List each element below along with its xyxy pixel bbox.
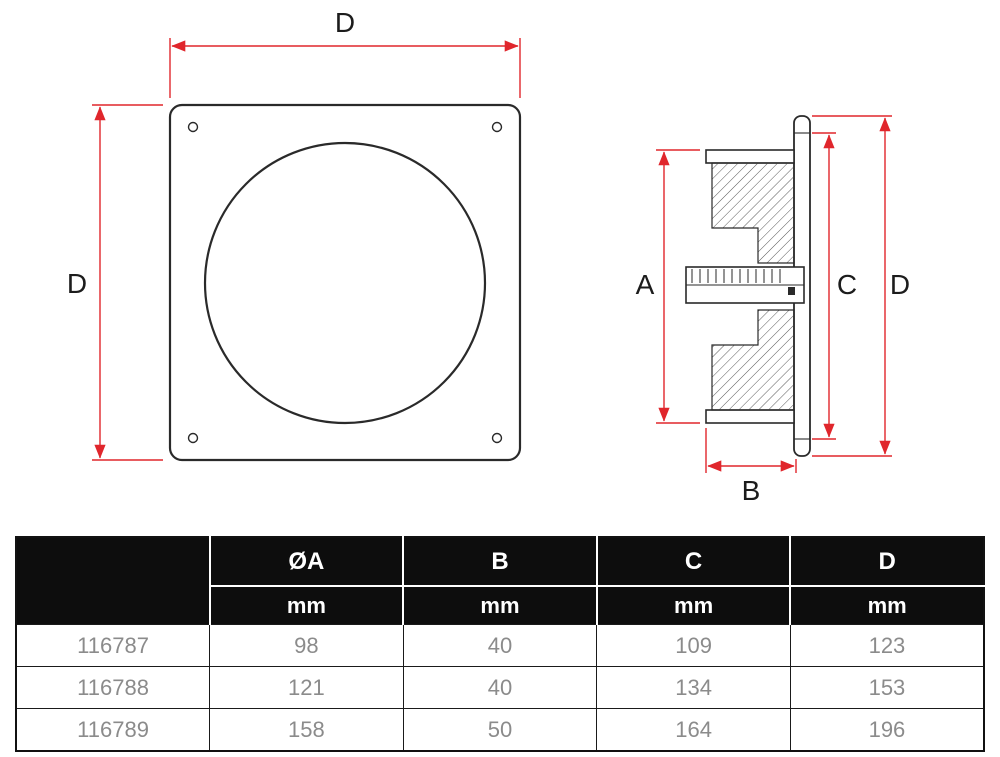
technical-drawing: D D [67,7,910,506]
value-a: 158 [209,708,404,752]
table-row: 116788 121 40 134 153 [15,666,985,709]
side-duct-wall-bottom [705,409,795,424]
value-a: 98 [209,624,404,667]
clip-bar-lock [788,287,795,295]
article-number: 116787 [15,624,211,667]
screw-hole-top-right [491,121,503,133]
spec-table-wrap: ØA B C D mm mm mm mm 116787 98 40 [15,536,985,752]
dim-label-c: C [837,269,857,300]
front-view-dimensions [92,38,521,461]
front-duct-opening [203,141,487,425]
header-col-d: D [789,537,984,586]
units-col-a: mm [208,585,404,625]
header-col-c: C [595,537,791,586]
section-hatch-lower [711,309,795,411]
value-b: 40 [402,666,598,709]
front-view [168,103,522,462]
value-d: 196 [789,708,985,752]
value-b: 40 [402,624,598,667]
section-hatch-upper [711,162,795,264]
drawing-svg: D D [67,7,910,506]
dim-label-a: A [636,269,655,300]
side-duct-wall-top [705,149,795,164]
header-col-b: B [402,537,597,586]
screw-hole-bottom-right [491,432,503,444]
side-view-dimensions [656,115,892,473]
value-d: 123 [789,624,985,667]
units-col-d: mm [789,585,984,625]
article-number: 116788 [15,666,211,709]
header-empty-cell [16,537,210,586]
clip-bar-ridges [691,269,781,283]
units-empty-cell [16,586,210,625]
value-c: 134 [596,666,791,709]
screw-hole-top-left [187,121,199,133]
value-b: 50 [402,708,598,752]
article-number: 116789 [15,708,211,752]
dim-label-d-top: D [335,7,355,38]
value-c: 164 [596,708,791,752]
screw-hole-bottom-left [187,432,199,444]
table-units-row: mm mm mm mm [16,585,984,625]
units-col-c: mm [595,585,791,625]
dim-label-d-side: D [890,269,910,300]
table-row: 116787 98 40 109 123 [15,624,985,667]
spec-table: ØA B C D mm mm mm mm 116787 98 40 [15,536,985,752]
value-a: 121 [209,666,404,709]
dim-label-b: B [742,475,761,506]
table-header-row: ØA B C D [16,537,984,586]
units-col-b: mm [402,585,597,625]
header-col-a: ØA [208,537,404,586]
table-row: 116789 158 50 164 196 [15,708,985,752]
value-d: 153 [789,666,985,709]
value-c: 109 [596,624,791,667]
side-view [685,115,811,457]
dim-label-d-left: D [67,268,87,299]
